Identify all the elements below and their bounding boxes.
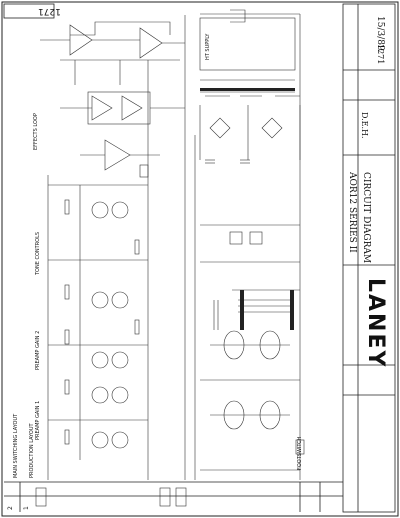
drawn-by: D.E.H. xyxy=(360,112,369,139)
brand-logo: LANEY xyxy=(363,278,388,369)
schematic-wiring xyxy=(35,9,305,507)
label-footswitch: FOOTSWITCH xyxy=(297,436,303,470)
title-strip xyxy=(4,3,396,513)
label-effects-loop: EFFECTS LOOP xyxy=(33,113,39,150)
label-preamp-gain-1: PREAMP GAIN 1 xyxy=(35,400,41,440)
corner-number: 1271 xyxy=(38,6,61,16)
title-line-2: CIRCUIT DIAGRAM xyxy=(361,172,371,264)
label-preamp-gain-2: PREAMP GAIN 2 xyxy=(35,330,41,370)
drawing-number: 1271 xyxy=(376,44,385,65)
revision-1-number: 1 xyxy=(23,506,30,510)
label-ht-supply: HT SUPPLY xyxy=(205,33,211,60)
title-line-1: AOR12 SERIES II xyxy=(347,172,357,253)
label-tone-controls: TONE CONTROLS xyxy=(35,231,41,275)
transformer-bars xyxy=(200,88,295,330)
revision-2-text: MAIN SWITCHING LAYOUT xyxy=(13,413,19,478)
revision-2-number: 2 xyxy=(7,506,14,510)
corner-number-box xyxy=(3,3,55,19)
